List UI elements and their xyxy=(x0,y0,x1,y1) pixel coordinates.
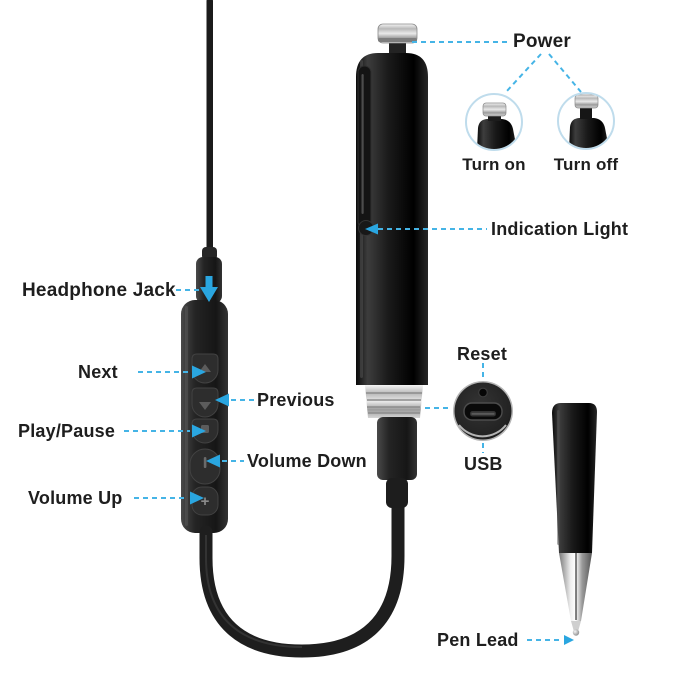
annotations xyxy=(124,41,582,645)
turn-off-label: Turn off xyxy=(553,155,619,174)
play-pause-label: Play/Pause xyxy=(18,421,116,441)
play-pause-arrow-icon xyxy=(192,424,206,438)
reset-label: Reset xyxy=(457,344,508,364)
volume-down-label: Volume Down xyxy=(247,451,367,471)
pen-lead-label: Pen Lead xyxy=(437,630,519,650)
headphone-jack-label: Headphone Jack xyxy=(22,280,176,301)
previous-button xyxy=(191,387,219,418)
usb-label: USB xyxy=(464,454,503,474)
volume-up-arrow-icon xyxy=(190,491,204,505)
power-to-turn-on-line xyxy=(505,53,542,93)
pen-lead-ball xyxy=(572,629,580,636)
pen-body xyxy=(356,23,428,508)
micro-usb-port xyxy=(463,402,503,421)
indication-light-arrow-icon xyxy=(365,223,378,235)
previous-glyph-icon xyxy=(199,402,211,410)
volume-down-button xyxy=(189,448,221,485)
pen-tip-section xyxy=(552,403,597,636)
pen-clip xyxy=(357,65,374,236)
usb-inset xyxy=(453,381,513,441)
volume-up-label: Volume Up xyxy=(28,488,123,508)
headphone-jack-arrow-icon xyxy=(200,276,218,302)
previous-arrow-icon xyxy=(215,393,229,407)
volume-down-glyph-icon xyxy=(203,457,207,468)
turn-on-inset xyxy=(465,93,523,151)
threaded-collar xyxy=(365,385,423,418)
usb-plug xyxy=(377,417,417,508)
volume-up-glyph-icon: + xyxy=(201,493,210,510)
power-button xyxy=(377,23,418,55)
pen-lead-arrow-icon xyxy=(564,635,574,645)
next-button xyxy=(191,353,219,384)
remote-control: + xyxy=(181,300,228,533)
power-to-turn-off-line xyxy=(548,53,582,93)
usb-cable xyxy=(199,498,405,658)
turn-off-inset xyxy=(557,92,615,150)
previous-label: Previous xyxy=(257,390,335,410)
next-glyph-icon xyxy=(199,364,211,372)
indication-light-label: Indication Light xyxy=(491,219,629,239)
volume-down-arrow-icon xyxy=(206,454,220,468)
power-label: Power xyxy=(513,31,572,52)
reset-hole xyxy=(478,387,488,398)
turn-on-label: Turn on xyxy=(462,155,526,174)
next-label: Next xyxy=(78,362,118,382)
next-arrow-icon xyxy=(192,365,206,379)
earphone-cable-upper xyxy=(196,0,222,303)
